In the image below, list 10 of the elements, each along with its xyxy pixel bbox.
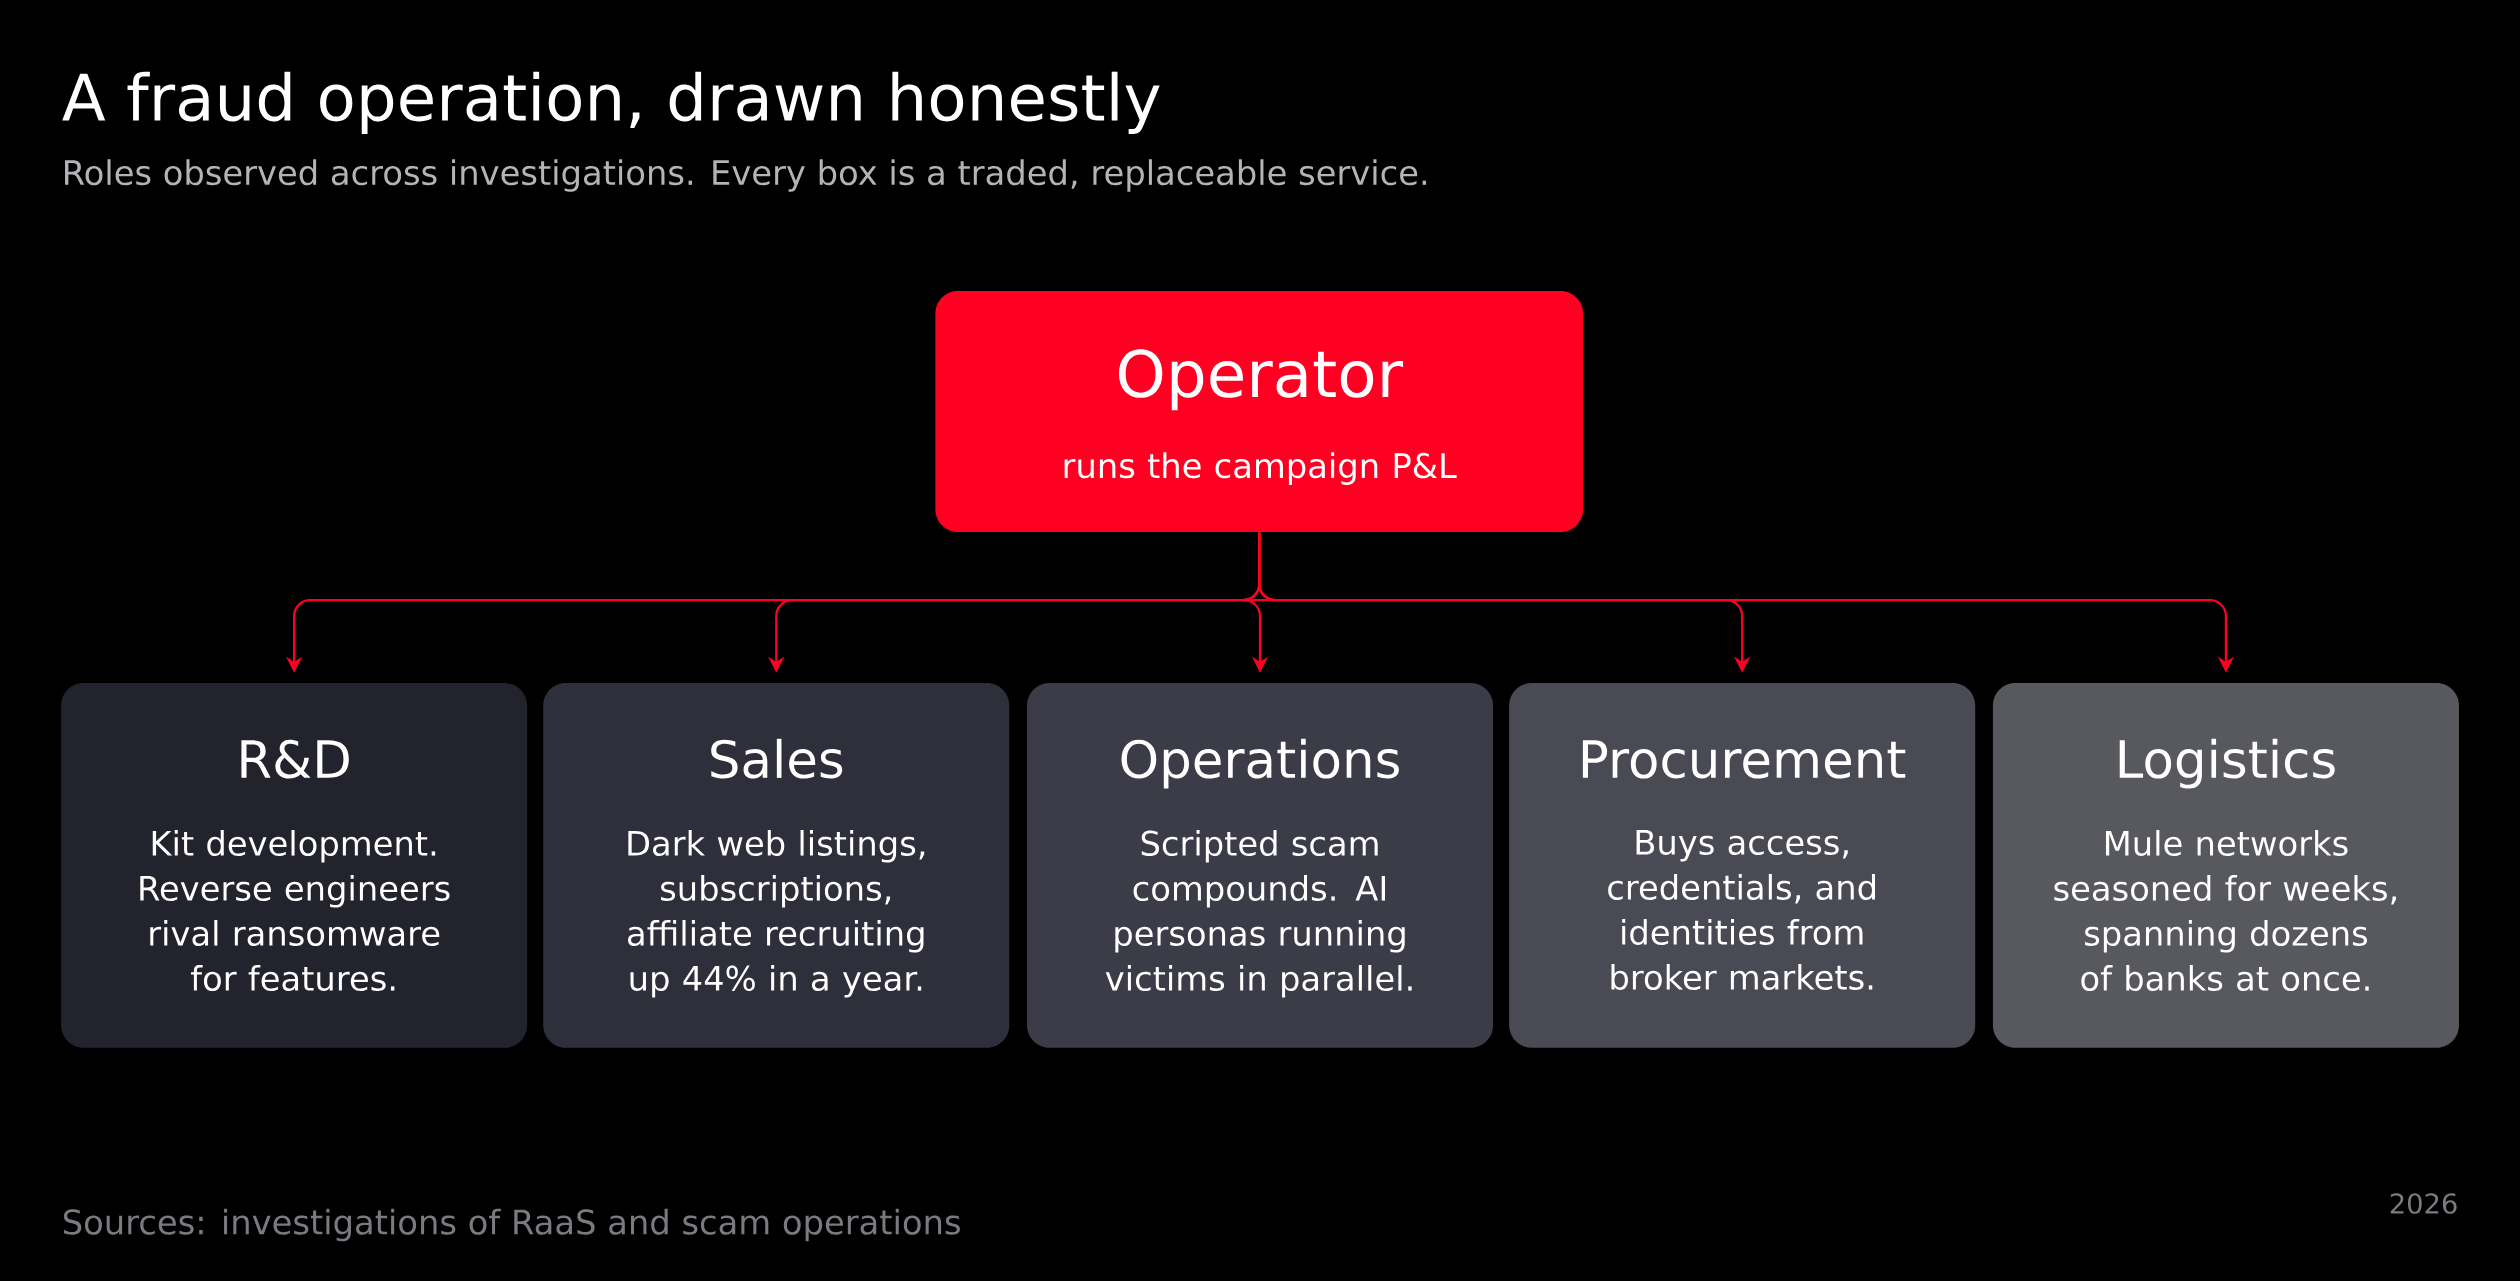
source-note: Sources: investigations of RaaS and scam operations	[63, 1208, 960, 1242]
role-box: Logistics Mule networks seasoned for weeks, spanning dozens of banks at once.	[1992, 683, 2459, 1048]
role-box: Operations Scripted scam compounds. AI personas running victims in parallel.	[1026, 683, 1494, 1048]
subtitle: Roles observed across investigations. Every box is a traded, replaceable service.	[65, 159, 1427, 192]
operator-box: Operator runs the campaign P&L	[935, 290, 1584, 532]
title: A fraud operation, drawn honestly	[62, 71, 1160, 134]
role-box: R&D Kit development. Reverse engineers rival ransomware for features.	[61, 683, 528, 1048]
role-box: Sales Dark web listings, subscriptions, affiliate recruiting up 44% in a year.	[543, 683, 1010, 1048]
year-note: 2026	[2390, 1193, 2457, 1214]
role-box: Procurement Buys access, credentials, and identities from broker markets.	[1509, 683, 1976, 1048]
